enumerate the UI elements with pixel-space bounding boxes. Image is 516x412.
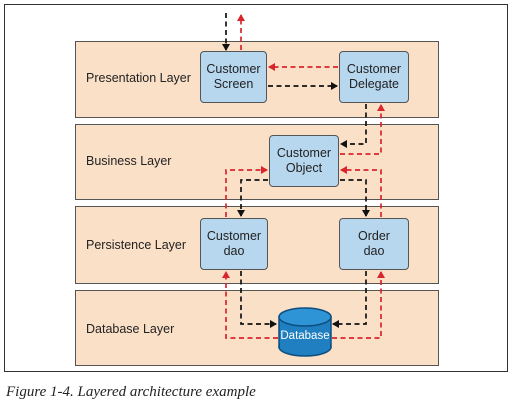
customer-object-line2: Object bbox=[285, 161, 323, 175]
customer-dao-node: Customer dao bbox=[200, 218, 268, 270]
customer-screen-line1: Customer bbox=[206, 62, 261, 76]
database-cylinder: Database bbox=[278, 307, 332, 357]
response-arrow-object-to-delegate bbox=[340, 104, 385, 155]
presentation-layer-label: Presentation Layer bbox=[86, 71, 191, 85]
order-dao-node: Order dao bbox=[339, 218, 409, 270]
database-layer-label: Database Layer bbox=[86, 322, 175, 336]
response-arrow-database-to-order-dao bbox=[332, 271, 385, 339]
request-arrow-object-to-customer-dao bbox=[237, 179, 268, 217]
request-arrow-order-dao-to-database bbox=[332, 271, 367, 328]
customer-dao-line1: Customer bbox=[206, 229, 262, 243]
database-layer: Database Layer bbox=[75, 290, 439, 366]
customer-delegate-line2: Delegate bbox=[348, 77, 400, 91]
customer-dao-line2: dao bbox=[223, 244, 245, 258]
customer-screen-node: Customer Screen bbox=[200, 51, 267, 103]
response-arrow-customer-dao-to-object bbox=[225, 166, 268, 217]
persistence-layer-label: Persistence Layer bbox=[86, 238, 187, 252]
request-arrow-customer-dao-to-database bbox=[240, 271, 277, 328]
business-layer-label: Business Layer bbox=[86, 154, 172, 168]
order-dao-line2: dao bbox=[363, 244, 385, 258]
business-layer: Business Layer bbox=[75, 124, 439, 200]
request-arrow-delegate-to-object bbox=[340, 104, 367, 148]
figure-caption: Figure 1-4. Layered architecture example bbox=[6, 384, 256, 400]
customer-delegate-node: Customer Delegate bbox=[339, 51, 409, 103]
customer-delegate-line1: Customer bbox=[346, 62, 402, 76]
order-dao-line1: Order bbox=[358, 229, 390, 243]
customer-object-node: Customer Object bbox=[269, 135, 339, 187]
customer-screen-line2: Screen bbox=[213, 77, 254, 91]
response-arrow-database-to-customer-dao bbox=[222, 271, 278, 339]
request-arrow-object-to-order-dao bbox=[340, 179, 370, 217]
response-arrow-order-dao-to-object bbox=[340, 166, 382, 217]
customer-object-line1: Customer bbox=[276, 146, 332, 160]
database-label: Database bbox=[280, 330, 329, 342]
